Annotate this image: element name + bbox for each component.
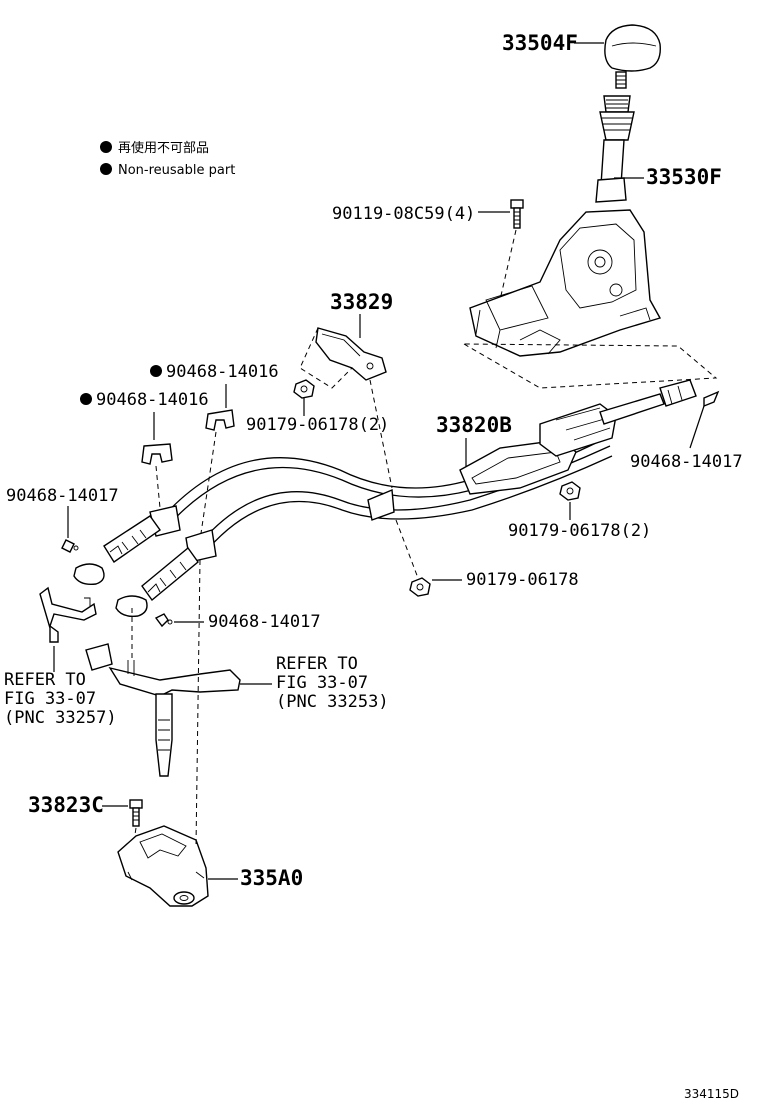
bolt-top [510,199,524,229]
ref-left-line2: FIG 33-07 [4,689,96,709]
legend-jp: 再使用不可部品 [118,140,209,156]
cable-bracket [315,327,387,381]
clip-left [61,539,79,553]
clip-low [154,613,173,628]
label-90468-14017-low: 90468-14017 [208,612,321,632]
figure-id: 334115D [684,1087,739,1101]
small-bracket-left [39,586,97,643]
non-reusable-bullet-icon [100,163,112,175]
non-reusable-bullet-icon [80,393,92,405]
nut-mid [559,481,581,501]
ref-left-line1: REFER TO [4,670,86,690]
ref-right-line1: REFER TO [276,654,358,674]
ref-left-line3: (PNC 33257) [4,708,117,728]
shift-knob [604,24,661,89]
label-90179-06178-low: 90179-06178 [466,570,579,590]
shift-housing [469,209,662,357]
legend: 再使用不可部品 Non-reusable part [100,140,235,178]
clip-top-a [205,409,235,431]
legend-en: Non-reusable part [118,163,235,178]
nut-low [409,577,431,597]
label-90468-14016-b: 90468-14016 [96,390,209,410]
bolt-low [129,799,143,827]
non-reusable-bullet-icon [150,365,162,377]
shift-lever [595,95,635,203]
ref-right-line2: FIG 33-07 [276,673,368,693]
label-90468-14017-right: 90468-14017 [630,452,743,472]
bracket-lower [117,825,209,907]
label-90119-08C59: 90119-08C59(4) [332,204,475,224]
label-335A0: 335A0 [240,866,303,890]
label-33823C: 33823C [28,793,104,817]
lower-lever-assy [85,643,241,777]
label-90179-06178-mid: 90179-06178(2) [508,521,651,541]
label-90468-14017-left: 90468-14017 [6,486,119,506]
label-90468-14016-a: 90468-14016 [166,362,279,382]
label-33820B: 33820B [436,413,512,437]
label-33504F: 33504F [502,31,578,55]
label-33530F: 33530F [646,165,722,189]
clip-right [703,390,720,408]
nut-top [293,379,315,399]
non-reusable-bullet-icon [100,141,112,153]
shift-cable [73,379,697,618]
label-33829: 33829 [330,290,393,314]
clip-top-b [141,443,173,465]
label-90179-06178-top: 90179-06178(2) [246,415,389,435]
ref-right-line3: (PNC 33253) [276,692,389,712]
